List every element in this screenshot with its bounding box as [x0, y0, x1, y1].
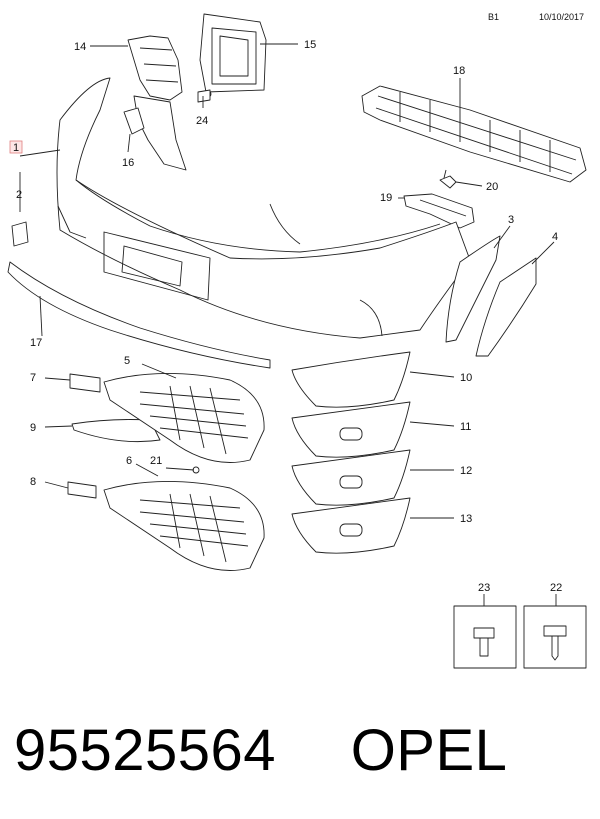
- callout-6: 6: [126, 455, 132, 467]
- bezel-part-10: [291, 351, 411, 408]
- callout-14: 14: [74, 41, 86, 53]
- callout-20: 20: [486, 181, 498, 193]
- impact-beam-part-18: [361, 85, 587, 183]
- fastener-part-20: [439, 169, 457, 189]
- header-code: B1: [488, 12, 499, 22]
- callout-24: 24: [196, 115, 208, 127]
- callout-12: 12: [460, 465, 472, 477]
- trim-part-8: [67, 481, 97, 499]
- bezel-part-13: [291, 497, 411, 554]
- grille-part-5: [103, 373, 265, 463]
- trim-strip-part-3: [445, 235, 501, 343]
- clip-part-24: [197, 89, 211, 103]
- callout-16: 16: [122, 157, 134, 169]
- grille-part-6: [103, 481, 265, 571]
- bumper-fascia-part-1: [56, 77, 471, 339]
- bracket-part-19: [403, 193, 475, 229]
- fastener-box-23: [453, 605, 517, 669]
- callout-13: 13: [460, 513, 472, 525]
- screw-icon-22: [543, 625, 567, 661]
- callout-7: 7: [30, 372, 36, 384]
- air-duct-part-15: [199, 13, 267, 98]
- callout-8: 8: [30, 476, 36, 488]
- bezel-part-12: [291, 449, 411, 506]
- callout-4: 4: [552, 231, 558, 243]
- bolt-icon-23: [473, 627, 495, 657]
- cover-part-2: [11, 221, 29, 247]
- callout-10: 10: [460, 372, 472, 384]
- callout-23: 23: [478, 582, 490, 594]
- trim-part-9: [71, 419, 161, 443]
- part-number: 95525564: [14, 718, 277, 783]
- bezel-part-11: [291, 401, 411, 458]
- callout-18: 18: [453, 65, 465, 77]
- part-footer: 95525564 OPEL: [14, 722, 507, 780]
- fastener-box-22: [523, 605, 587, 669]
- callout-22: 22: [550, 582, 562, 594]
- callout-2: 2: [16, 189, 22, 201]
- callout-21: 21: [150, 455, 162, 467]
- callout-9: 9: [30, 422, 36, 434]
- callout-19: 19: [380, 192, 392, 204]
- callout-3: 3: [508, 214, 514, 226]
- bracket-part-14: [127, 35, 187, 171]
- brand-name: OPEL: [350, 718, 508, 783]
- trim-part-7: [69, 373, 101, 393]
- callout-11: 11: [460, 421, 471, 433]
- bracket-part-16: [123, 107, 145, 135]
- lower-spoiler-part-17: [7, 261, 271, 369]
- trim-strip-part-4: [475, 257, 537, 357]
- callout-17: 17: [30, 337, 42, 349]
- header-date: 10/10/2017: [539, 12, 584, 22]
- callout-1-box: [9, 140, 23, 154]
- callout-1: 1: [13, 142, 19, 154]
- callout-5: 5: [124, 355, 130, 367]
- callout-15: 15: [304, 39, 316, 51]
